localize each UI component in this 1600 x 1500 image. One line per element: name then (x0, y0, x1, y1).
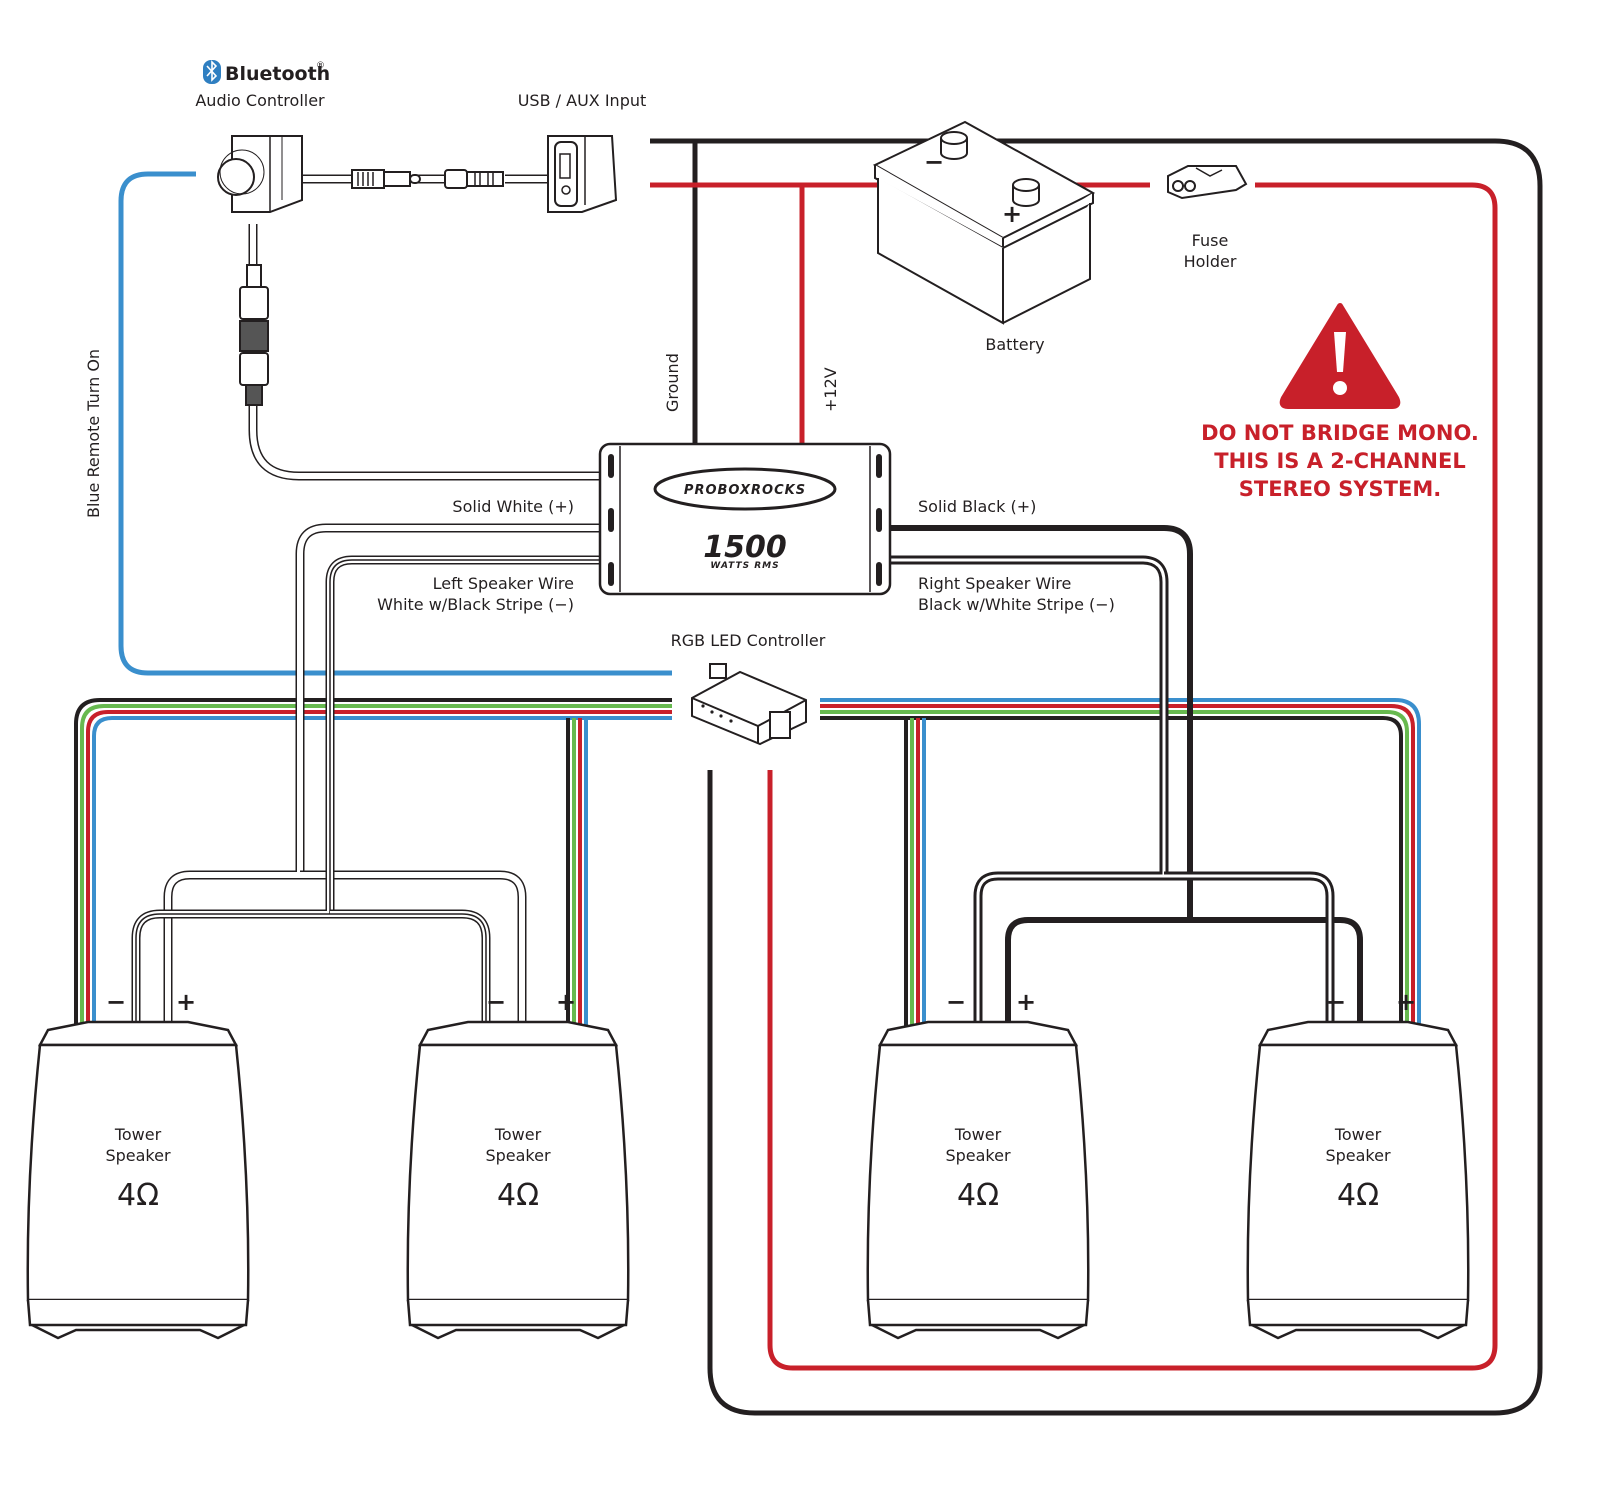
speaker-label-line1: Tower (494, 1125, 542, 1144)
speaker-negative-terminal: − (486, 988, 506, 1016)
right-speaker-wire-negative (890, 555, 1335, 1030)
ground-label: Ground (663, 353, 682, 412)
usb-aux-label: USB / AUX Input (518, 91, 647, 110)
left-negative-label-line2: White w/Black Stripe (−) (377, 595, 574, 614)
inline-connector-icon (239, 264, 269, 406)
right-negative-label-line1: Right Speaker Wire (918, 574, 1071, 593)
warning-line3: STEREO SYSTEM. (1239, 477, 1441, 501)
rca-jack-icon (444, 169, 504, 189)
speaker-label-line1: Tower (114, 1125, 162, 1144)
speaker-label-line2: Speaker (1325, 1146, 1391, 1165)
speaker-impedance: 4Ω (117, 1178, 159, 1213)
bluetooth-audio-controller (217, 135, 303, 213)
rgb-controller-label: RGB LED Controller (671, 631, 826, 650)
speaker-negative-terminal: − (106, 988, 126, 1016)
right-positive-label: Solid Black (+) (918, 497, 1036, 516)
speaker-impedance: 4Ω (1337, 1178, 1379, 1213)
speaker-label-line2: Speaker (485, 1146, 551, 1165)
speakers: TowerSpeaker4Ω−+TowerSpeaker4Ω−+TowerSpe… (26, 988, 1470, 1340)
speaker-positive-terminal: + (556, 988, 576, 1016)
speaker-positive-terminal: + (176, 988, 196, 1016)
bluetooth-icon (203, 60, 221, 84)
speaker-impedance: 4Ω (497, 1178, 539, 1213)
speaker-positive-terminal: + (1016, 988, 1036, 1016)
audio-controller-label: Audio Controller (195, 91, 325, 110)
rca-plug-icon (351, 169, 421, 189)
controller-cable (248, 174, 600, 481)
amp-watts-rms: WATTS RMS (710, 561, 779, 571)
battery (872, 120, 1096, 325)
left-speaker-wire-positive (163, 523, 600, 1030)
rgb-bundle-left (74, 698, 672, 1032)
rgb-bundle-right (820, 698, 1421, 1032)
speaker-label-line1: Tower (954, 1125, 1002, 1144)
speaker-label-line2: Speaker (945, 1146, 1011, 1165)
amp-watts: 1500 (703, 530, 787, 565)
left-positive-label: Solid White (+) (452, 497, 574, 516)
warning-triangle-icon (1279, 303, 1401, 409)
warning-line2: THIS IS A 2-CHANNEL (1214, 449, 1465, 473)
right-speaker-wire-positive (890, 525, 1363, 1030)
left-negative-label-line1: Left Speaker Wire (433, 574, 574, 593)
right-negative-label-line2: Black w/White Stripe (−) (918, 595, 1115, 614)
fuse-holder-icon (1167, 165, 1248, 200)
speaker-positive-terminal: + (1396, 988, 1416, 1016)
fuse-label-line1: Fuse (1192, 231, 1229, 250)
rgb-led-controller (691, 663, 807, 746)
battery-negative-label: − (924, 148, 944, 176)
bluetooth-brand-label: Bluetooth (225, 63, 330, 85)
speaker-impedance: 4Ω (957, 1178, 999, 1213)
remote-label: Blue Remote Turn On (84, 349, 103, 518)
speaker-negative-terminal: − (946, 988, 966, 1016)
amplifier (598, 442, 892, 596)
warning-line1: DO NOT BRIDGE MONO. (1201, 421, 1479, 445)
battery-label: Battery (985, 335, 1044, 354)
battery-positive-label: + (1002, 200, 1022, 228)
plus12v-label: +12V (821, 367, 840, 412)
speaker-label-line2: Speaker (105, 1146, 171, 1165)
ground-wire (650, 138, 1543, 1416)
speaker-label-line1: Tower (1334, 1125, 1382, 1144)
remote-wire (118, 171, 672, 676)
speaker-negative-terminal: − (1326, 988, 1346, 1016)
amp-brand: PROBOXROCKS (684, 483, 806, 498)
usb-aux-input (547, 135, 618, 213)
registered-mark: ® (316, 61, 325, 71)
fuse-label-line2: Holder (1184, 252, 1237, 271)
left-speaker-wire-negative (131, 555, 600, 1030)
